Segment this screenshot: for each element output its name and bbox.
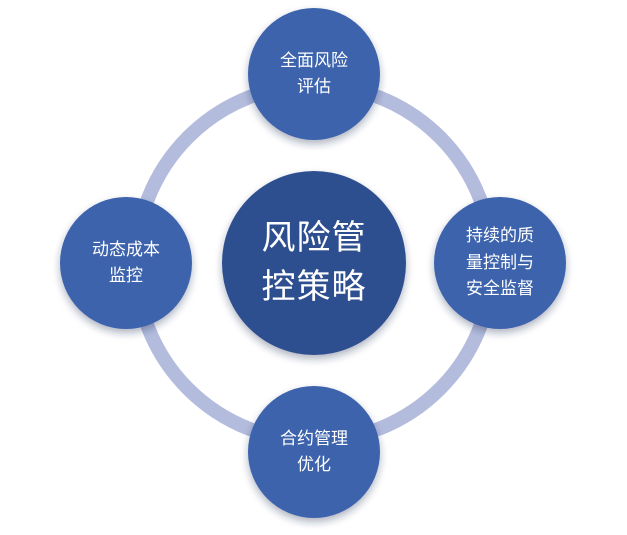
node-top-line1: 全面风险 [280,50,348,71]
node-left-line2: 监控 [109,266,143,286]
node-bottom-label: 合约管理 优化 [248,386,380,518]
node-right-label: 持续的质 量控制与 安全监督 [434,197,566,329]
node-circle-bottom [248,386,380,518]
node-bottom-line1: 合约管理 [280,428,348,449]
node-bottom-line2: 优化 [297,455,331,475]
node-top-line2: 评估 [297,77,331,97]
center-label-line2: 控策略 [261,267,367,307]
node-circle-left [60,197,192,329]
center-label-line1: 风险管 [261,217,367,258]
center-label: 风险管 控策略 [222,171,406,355]
node-right-line1: 持续的质 [466,226,534,247]
node-left-line1: 动态成本 [92,239,160,260]
node-circle-top [248,8,380,140]
node-circle-right [434,197,566,329]
node-top-label: 全面风险 评估 [248,8,380,140]
node-right-line3: 安全监督 [466,279,534,300]
node-right-line2: 量控制与 [466,252,534,273]
center-circle [222,171,406,355]
node-left-label: 动态成本 监控 [60,197,192,329]
